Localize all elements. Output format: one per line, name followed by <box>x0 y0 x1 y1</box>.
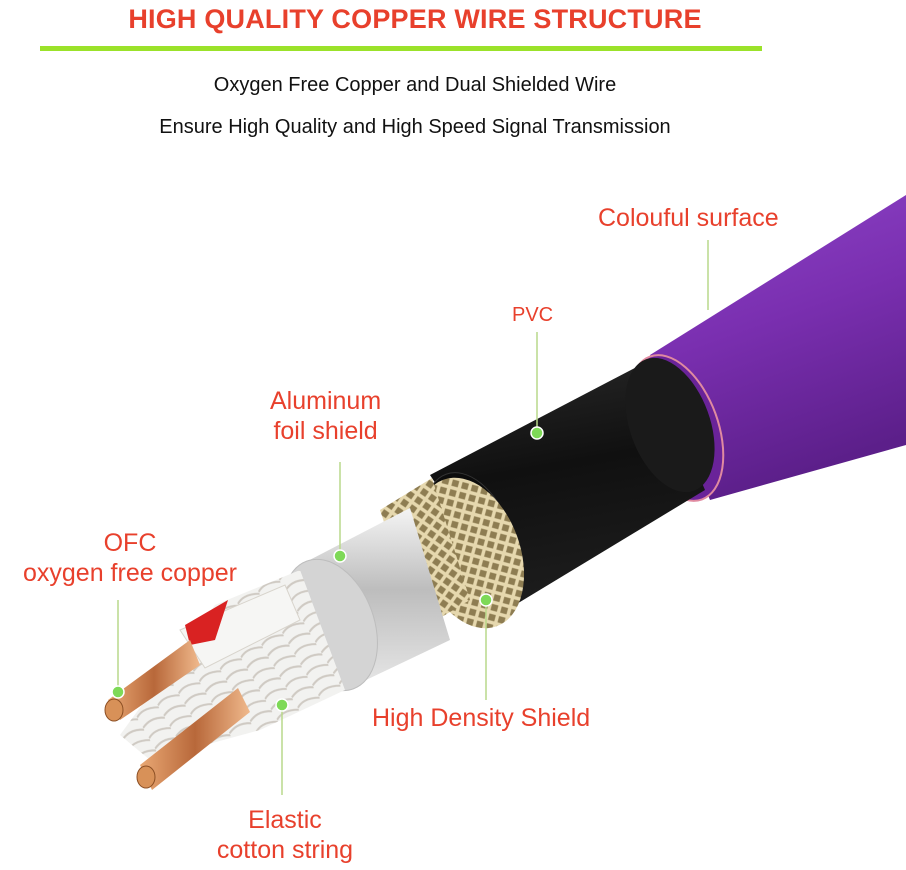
marker-shield <box>479 593 493 607</box>
label-ofc: OFC oxygen free copper <box>0 528 260 588</box>
marker-ofc <box>111 685 125 699</box>
label-colourful-surface: Colouful surface <box>598 204 779 232</box>
label-ofc-line-2: oxygen free copper <box>22 559 238 587</box>
marker-cotton <box>275 698 289 712</box>
title-underline <box>40 46 762 51</box>
label-foil-line-1: Aluminum <box>270 387 382 415</box>
marker-foil <box>333 549 347 563</box>
marker-pvc <box>530 426 544 440</box>
label-aluminum-foil-shield: Aluminum foil shield <box>270 386 381 446</box>
page-title: HIGH QUALITY COPPER WIRE STRUCTURE <box>128 4 702 34</box>
label-high-density-shield: High Density Shield <box>372 704 591 732</box>
subtitle-line-1: Oxygen Free Copper and Dual Shielded Wir… <box>213 74 617 96</box>
subtitle-line-2: Ensure High Quality and High Speed Signa… <box>159 116 671 138</box>
marker-dots <box>111 426 544 712</box>
label-foil-line-2: foil shield <box>273 417 378 445</box>
label-cotton-line-1: Elastic <box>248 806 322 834</box>
label-ofc-line-1: OFC <box>103 529 157 557</box>
leader-lines <box>117 240 709 795</box>
copper-conductors <box>104 640 250 790</box>
label-cotton-line-2: cotton string <box>216 836 354 864</box>
cotton-filler <box>120 570 345 760</box>
label-pvc: PVC <box>512 304 554 326</box>
label-elastic-cotton-string: Elastic cotton string <box>200 805 370 865</box>
